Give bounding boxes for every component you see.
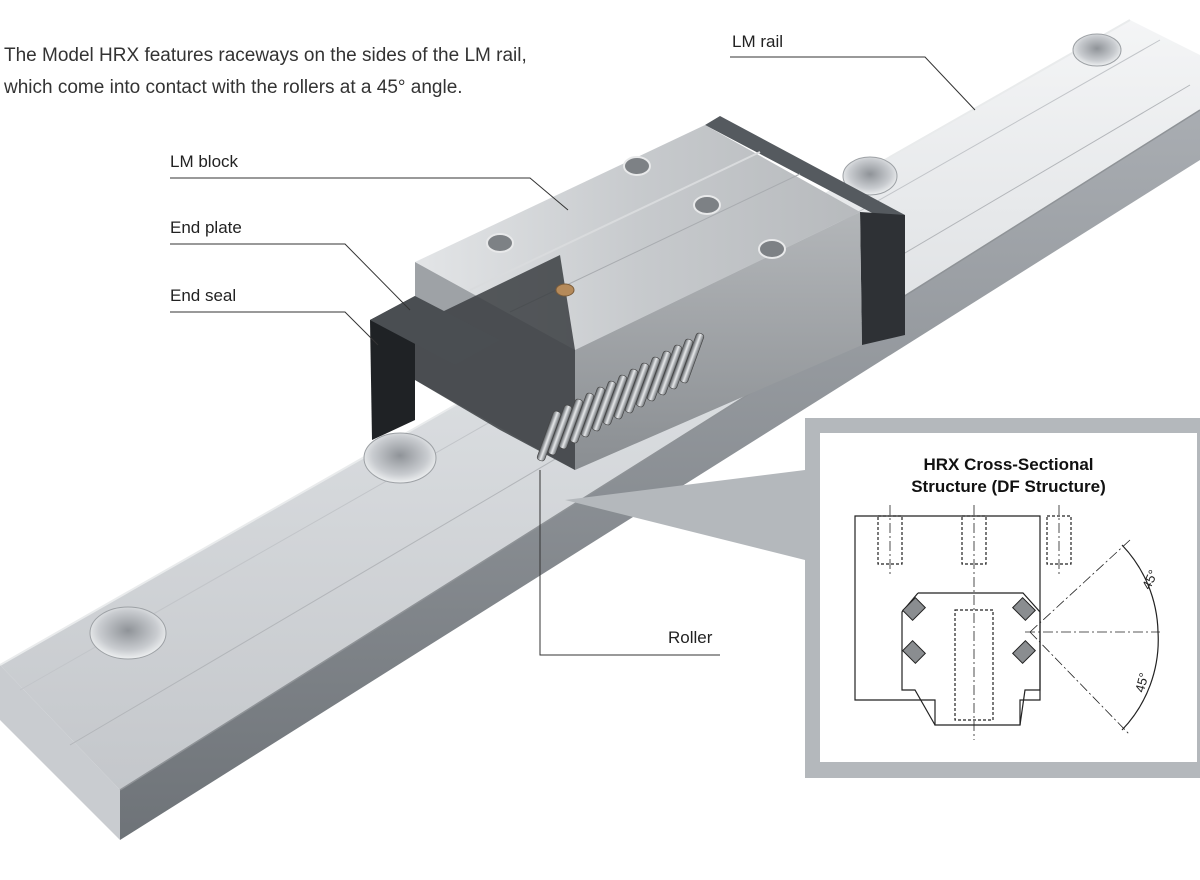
inset-title-line-2: Structure (DF Structure) [911,477,1106,496]
callout-lm-rail: LM rail [732,32,784,51]
intro-line-1: The Model HRX features raceways on the s… [4,45,527,66]
leader-lines [170,56,976,656]
intro-text: The Model HRX features raceways on the s… [4,40,704,104]
lm-block [415,125,862,470]
inset-title-line-1: HRX Cross-Sectional [923,455,1094,474]
rear-end-seal [705,116,905,345]
block-tapped-holes [486,156,786,297]
rail-mounting-holes [89,33,1122,660]
inset-title: HRX Cross-Sectional Structure (DF Struct… [820,454,1197,498]
callout-end-seal: End seal [170,286,237,305]
callout-end-plate: End plate [170,218,242,237]
callout-roller: Roller [668,628,713,647]
inset-card [820,433,1197,762]
rollers [536,332,705,462]
roller [679,332,705,384]
intro-line-2: which come into contact with the rollers… [4,77,463,98]
callout-lm-block: LM block [170,152,239,171]
end-plate-and-seal [370,296,500,440]
inset-pointer [565,470,805,560]
